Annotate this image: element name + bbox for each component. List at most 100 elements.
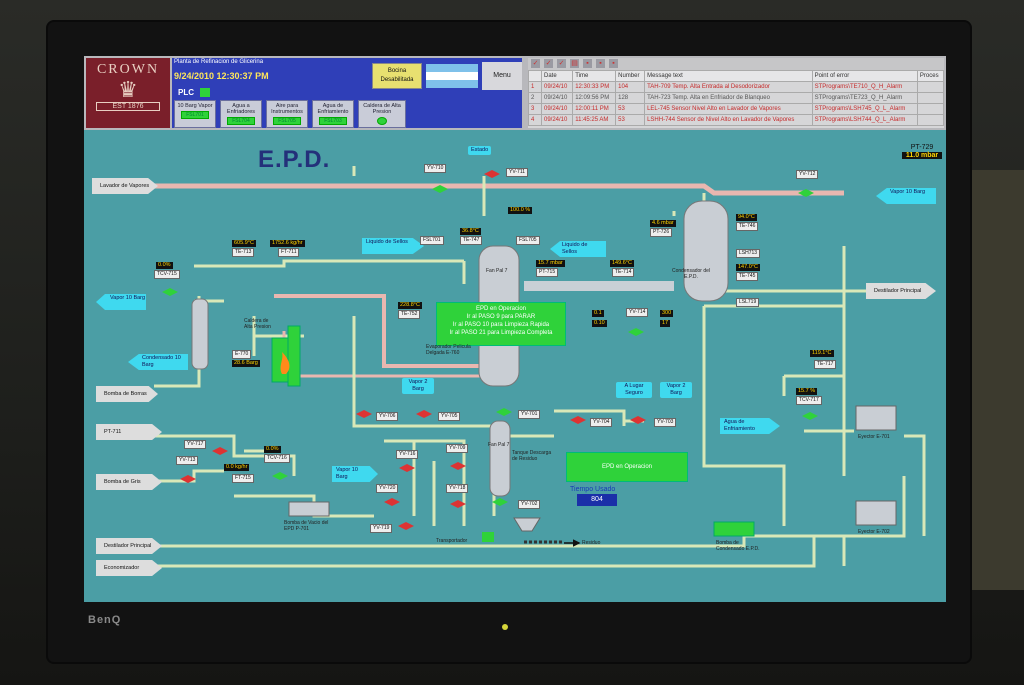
pt729-value: 11.0 mbar bbox=[902, 152, 942, 159]
condensate-inlet[interactable]: Condensado 10 Barg bbox=[128, 354, 188, 370]
lock-icon[interactable]: ▪ bbox=[583, 59, 592, 68]
reading-te714: 149.6°C bbox=[610, 260, 634, 267]
status-balloon[interactable]: Estado bbox=[468, 146, 492, 155]
filter-icon[interactable]: ▪ bbox=[596, 59, 605, 68]
condensate-pump-icon[interactable] bbox=[713, 521, 755, 537]
logo-name: CROWN bbox=[96, 62, 160, 77]
reading-yv714-b: 0.10 bbox=[592, 320, 607, 327]
steam-inlet-3[interactable]: Vapor 10 Barg bbox=[332, 466, 378, 482]
row-date: 09/24/10 bbox=[540, 81, 574, 93]
ejector-1-icon[interactable] bbox=[855, 405, 897, 431]
seal-liquid-right[interactable]: Liquido de Sellos bbox=[550, 241, 606, 257]
exit-lavador[interactable]: Lavador de Vapores bbox=[92, 178, 158, 194]
reading-te747: 36.8°C bbox=[460, 228, 481, 235]
transport-motor-icon[interactable] bbox=[482, 532, 494, 542]
scada-screen: CROWN ♛ EST 1876 Planta de Refinacion de… bbox=[84, 56, 946, 602]
exit-bomba-borras[interactable]: Bomba de Borras bbox=[96, 386, 158, 402]
valve-tag[interactable]: YV-709 bbox=[446, 444, 469, 453]
valve-tag[interactable]: YV-710 bbox=[424, 164, 447, 173]
steam-2barg-a[interactable]: Vapor 2 Barg bbox=[402, 378, 434, 394]
valve-tag[interactable]: YV-712 bbox=[796, 170, 819, 179]
tag-label: TE-717 bbox=[814, 360, 837, 369]
exit-right-destilador[interactable]: Destilador Principal bbox=[866, 283, 936, 299]
condenser-vessel[interactable] bbox=[683, 200, 729, 302]
label-ejector-1: Eyector E-701 bbox=[858, 434, 890, 440]
status-panel: Planta de Refinacion de Glicerina 9/24/2… bbox=[172, 58, 522, 128]
service-status: FSL705 bbox=[273, 117, 301, 125]
timer-label: Tiempo Usado bbox=[570, 486, 616, 493]
vacuum-pump-icon[interactable] bbox=[288, 501, 330, 517]
service-label: Agua a Enfriadores bbox=[226, 103, 256, 115]
valve-tag[interactable]: YV-720 bbox=[376, 484, 399, 493]
reading-te752: 228.8°C bbox=[398, 302, 422, 309]
seal-liquid-left[interactable]: Liquido de Sellos bbox=[362, 238, 424, 254]
valve-tag[interactable]: YV-702 bbox=[518, 500, 541, 509]
valve-tag[interactable]: YV-719 bbox=[370, 524, 393, 533]
valve-tag[interactable]: YV-717 bbox=[184, 440, 207, 449]
exit-economizador[interactable]: Economizador bbox=[96, 560, 162, 576]
valve-tag[interactable]: YV-705 bbox=[438, 412, 461, 421]
flame-icon bbox=[280, 352, 290, 374]
label-fanpal-2: Fan Pal 7 bbox=[488, 442, 510, 448]
tag-label: PT-715 bbox=[536, 268, 559, 277]
service-cooling-water[interactable]: Agua de Enfriamiento FSL703 bbox=[312, 100, 354, 128]
valve-tag[interactable]: YV-716 bbox=[396, 450, 419, 459]
reading-yv714-a: 0.1 bbox=[592, 310, 604, 317]
power-led-icon[interactable] bbox=[502, 624, 508, 630]
reading-ft711: 1752.6 kg/hr bbox=[270, 240, 305, 247]
valve-tag[interactable]: YV-713 bbox=[176, 456, 199, 465]
plc-status-led bbox=[200, 88, 210, 97]
valve-tag[interactable]: YV-703 bbox=[654, 418, 677, 427]
service-boiler[interactable]: Caldera de Alta Presion bbox=[358, 100, 406, 128]
steam-inlet-1[interactable]: Vapor 10 Barg bbox=[96, 294, 146, 310]
ack-icon[interactable]: ✓ bbox=[531, 59, 540, 68]
monitor-brand: BenQ bbox=[88, 614, 122, 626]
steam-2barg-b[interactable]: Vapor 2 Barg bbox=[660, 382, 692, 398]
exit-destilador[interactable]: Destilador Principal bbox=[96, 538, 162, 554]
cooling-water-inlet[interactable]: Agua de Enfriamiento bbox=[720, 418, 780, 434]
menu-button[interactable]: Menu bbox=[482, 62, 522, 90]
alarm-panel: ✓ ✓ ✓ ▤ ▪ ▪ ▪ Date Time Number Message t… bbox=[528, 58, 945, 128]
service-instrument-air[interactable]: Aire para Instrumentos FSL705 bbox=[266, 100, 308, 128]
table-row[interactable]: 4 09/24/10 11:45:25 AM 53 LSHH-744 Senso… bbox=[528, 114, 945, 126]
valve-tag[interactable]: YV-701 bbox=[518, 410, 541, 419]
exit-pt711[interactable]: PT-711 bbox=[96, 424, 162, 440]
tag-label: E-770 bbox=[232, 350, 252, 359]
boiler-status-icon bbox=[377, 117, 387, 125]
ejector-2-icon[interactable] bbox=[855, 500, 897, 526]
wall bbox=[964, 170, 1024, 590]
ack-page-icon[interactable]: ✓ bbox=[557, 59, 566, 68]
page-title: E.P.D. bbox=[258, 146, 331, 173]
pt729-display[interactable]: PT-729 11.0 mbar bbox=[902, 144, 942, 159]
col-number[interactable]: Number bbox=[615, 70, 646, 82]
safe-place-balloon[interactable]: A Lugar Seguro bbox=[616, 382, 652, 398]
residue-tank[interactable] bbox=[489, 420, 511, 497]
horn-button[interactable]: Bocina Desabilitada bbox=[372, 63, 422, 89]
tag-label: FSL705 bbox=[516, 236, 540, 245]
exit-bomba-gris[interactable]: Bomba de Gris bbox=[96, 474, 162, 490]
service-water-coolers[interactable]: Agua a Enfriadores FSL704 bbox=[220, 100, 262, 128]
sort-icon[interactable]: ▪ bbox=[609, 59, 618, 68]
ack-all-icon[interactable]: ✓ bbox=[544, 59, 553, 68]
reading-te713: 605.9°C bbox=[232, 240, 256, 247]
table-row[interactable]: 1 09/24/10 12:30:33 PM 104 TAH-709 Temp.… bbox=[528, 81, 945, 93]
reading-sp300: 300 bbox=[660, 310, 674, 317]
valve-tag[interactable]: YV-714 bbox=[626, 308, 649, 317]
tag-label: LSH713 bbox=[736, 249, 761, 258]
valve-tag[interactable]: YV-704 bbox=[590, 418, 613, 427]
valve-tag[interactable]: YV-718 bbox=[446, 484, 469, 493]
service-steam[interactable]: 10 Barg Vapor FSL701 bbox=[174, 100, 216, 128]
tag-label: PT-726 bbox=[650, 228, 673, 237]
reading-fv701: 100.0 % bbox=[508, 207, 533, 214]
tag-label: TE-713 bbox=[232, 248, 255, 257]
print-icon[interactable]: ▤ bbox=[570, 59, 579, 68]
valve-tag[interactable]: YV-711 bbox=[506, 168, 529, 177]
valve-tag[interactable]: YV-706 bbox=[376, 412, 399, 421]
crown-icon: ♛ bbox=[118, 77, 138, 102]
label-cond-pump: Bomba de Condensado E.P.D. bbox=[716, 540, 760, 552]
reading-te745: 147.0°C bbox=[736, 264, 760, 271]
heat-exchanger[interactable] bbox=[191, 298, 209, 370]
table-row[interactable]: 3 09/24/10 12:00:11 PM 53 LEL-745 Sensor… bbox=[528, 103, 945, 115]
timer-value: 804 bbox=[577, 494, 617, 506]
steam-inlet-right[interactable]: Vapor 10 Barg bbox=[876, 188, 936, 204]
